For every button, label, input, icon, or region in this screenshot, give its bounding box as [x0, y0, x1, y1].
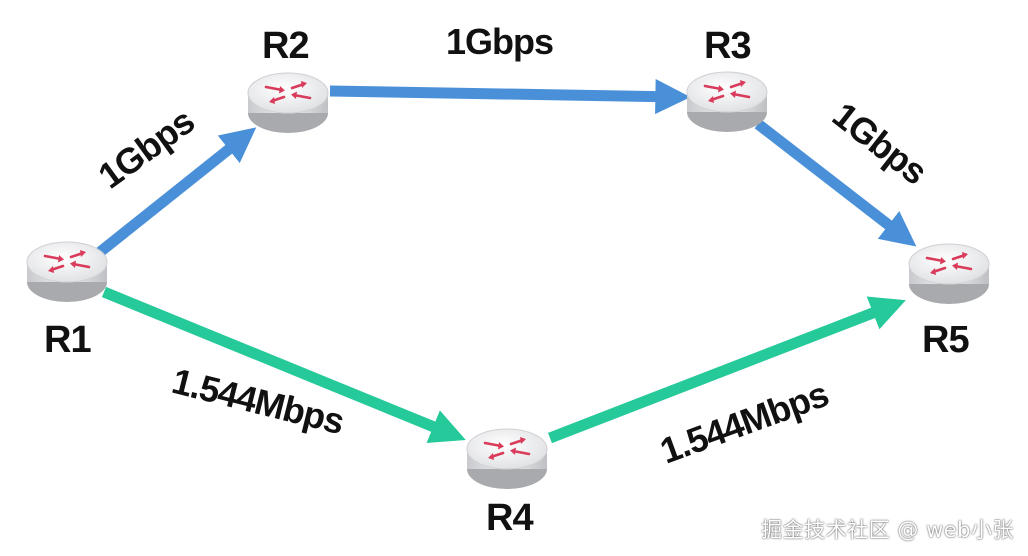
router-r4-label: R4	[486, 497, 533, 539]
router-r1-label: R1	[44, 319, 91, 361]
link-r2-r3-label: 1Gbps	[446, 21, 553, 62]
router-r5-label: R5	[922, 319, 969, 361]
router-r1-icon	[25, 240, 109, 304]
link-r1-r2	[96, 127, 257, 257]
router-r5-icon	[907, 242, 991, 306]
router-r2-icon	[246, 71, 330, 135]
router-r4-icon	[465, 427, 549, 491]
link-r2-r3	[329, 78, 691, 115]
link-r1-r4	[101, 286, 466, 443]
link-r1-r4-label: 1.544Mbps	[168, 360, 348, 442]
router-r3-label: R3	[704, 25, 751, 67]
router-r2-label: R2	[262, 25, 309, 67]
link-r3-r5	[754, 119, 917, 247]
link-r4-r5	[548, 296, 906, 444]
link-r3-r5-label: 1Gbps	[825, 94, 935, 192]
watermark-text: 掘金技术社区 @ web小张	[761, 518, 1014, 542]
router-r3-icon	[685, 70, 769, 134]
